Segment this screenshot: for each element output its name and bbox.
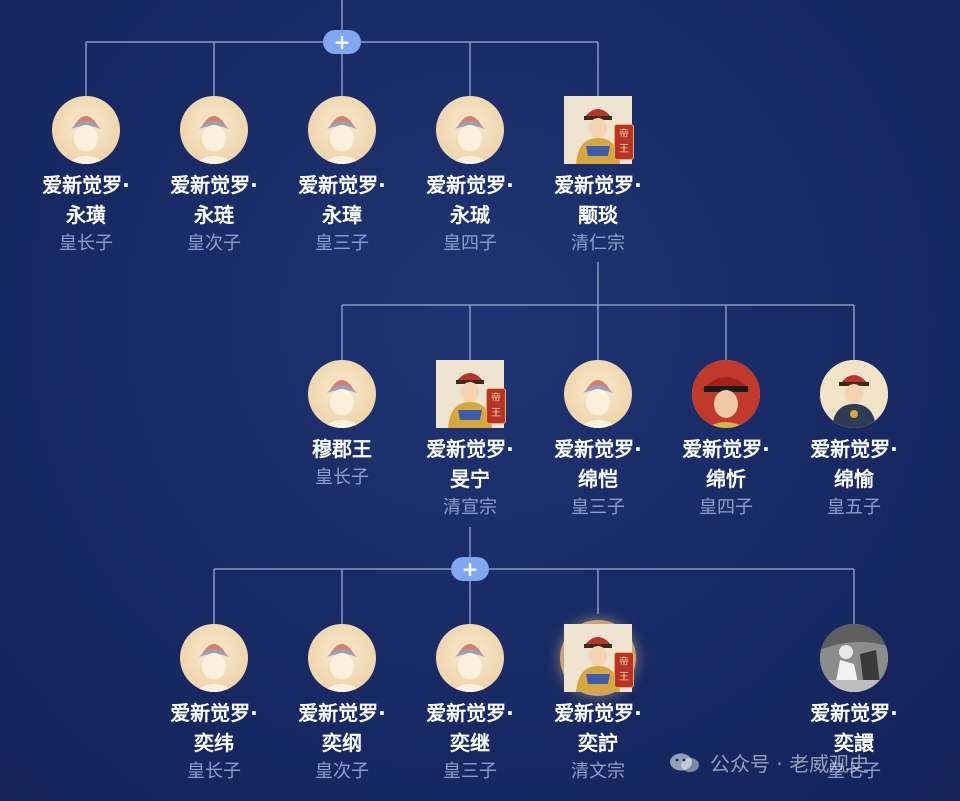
- person-name-line1: 爱新觉罗·: [426, 437, 514, 461]
- avatar-placeholder-icon: [436, 624, 504, 692]
- person-title: 清宣宗: [443, 497, 497, 518]
- person-title: 皇三子: [443, 761, 497, 782]
- person-name-line2: 奕纬: [194, 731, 234, 755]
- avatar-placeholder-icon: [180, 624, 248, 692]
- avatar-placeholder-icon: [564, 360, 632, 428]
- emperor-badge: 帝王: [486, 388, 506, 424]
- prince-portrait-icon: [820, 360, 888, 428]
- person-node[interactable]: 爱新觉罗· 永璜 皇长子: [22, 96, 150, 258]
- person-title: 皇四子: [699, 497, 753, 518]
- person-name-line2: 奕譞: [834, 731, 874, 755]
- avatar-placeholder-icon: [308, 96, 376, 164]
- person-node-emperor[interactable]: 帝王 爱新觉罗· 旻宁 清宣宗: [406, 360, 534, 522]
- person-title: 皇长子: [59, 233, 113, 254]
- emperor-portrait-icon: 帝王: [436, 360, 506, 428]
- person-title: 皇五子: [827, 497, 881, 518]
- person-node[interactable]: 爱新觉罗· 绵恺 皇三子: [534, 360, 662, 522]
- person-name-line1: 爱新觉罗·: [810, 701, 898, 725]
- person-node[interactable]: 穆郡王 皇长子: [278, 360, 406, 492]
- person-name-line2: 永琏: [194, 203, 234, 227]
- emperor-badge: 帝王: [614, 652, 634, 688]
- watermark-text: 公众号 · 老威观史: [710, 752, 870, 776]
- person-title: 皇长子: [315, 467, 369, 488]
- bw-photo-icon: [820, 624, 888, 692]
- person-title: 皇四子: [443, 233, 497, 254]
- person-title: 皇三子: [571, 497, 625, 518]
- person-node[interactable]: 爱新觉罗· 奕纬 皇长子: [150, 624, 278, 786]
- emperor-portrait-icon: 帝王: [564, 96, 634, 164]
- person-name-line1: 爱新觉罗·: [426, 173, 514, 197]
- person-title: 皇次子: [187, 233, 241, 254]
- person-node-emperor[interactable]: 帝王 爱新觉罗· 颙琰 清仁宗: [534, 96, 662, 258]
- emperor-badge-char: 王: [619, 672, 629, 683]
- person-name-line1: 爱新觉罗·: [554, 437, 642, 461]
- expand-button[interactable]: +: [451, 557, 489, 581]
- person-node[interactable]: 爱新觉罗· 永珹 皇四子: [406, 96, 534, 258]
- avatar-placeholder-icon: [308, 624, 376, 692]
- person-name-line1: 爱新觉罗·: [554, 173, 642, 197]
- emperor-badge-char: 王: [491, 408, 501, 419]
- person-title: 清仁宗: [571, 233, 625, 254]
- person-title: 皇次子: [315, 761, 369, 782]
- emperor-badge-char: 帝: [619, 657, 629, 668]
- person-name-line1: 爱新觉罗·: [810, 437, 898, 461]
- person-name-line1: 爱新觉罗·: [682, 437, 770, 461]
- person-node[interactable]: 爱新觉罗· 奕纲 皇次子: [278, 624, 406, 786]
- person-name-line1: 爱新觉罗·: [554, 701, 642, 725]
- avatar-placeholder-icon: [436, 96, 504, 164]
- person-name-line2: 颙琰: [578, 203, 618, 227]
- person-name-line2: 奕纲: [322, 731, 362, 755]
- person-node[interactable]: 爱新觉罗· 永琏 皇次子: [150, 96, 278, 258]
- person-node[interactable]: 爱新觉罗· 奕继 皇三子: [406, 624, 534, 786]
- watermark: 公众号 · 老威观史: [668, 748, 869, 777]
- person-name-line2: 永璋: [322, 203, 362, 227]
- prince-photo-icon: [692, 360, 760, 428]
- person-name-line1: 爱新觉罗·: [298, 701, 386, 725]
- expand-button[interactable]: +: [323, 30, 361, 54]
- emperor-badge-char: 王: [619, 144, 629, 155]
- person-name-line2: 永珹: [450, 203, 490, 227]
- person-name-line2: 永璜: [66, 203, 106, 227]
- person-node[interactable]: 爱新觉罗· 绵忻 皇四子: [662, 360, 790, 522]
- person-title: 皇七子: [827, 761, 881, 782]
- emperor-badge: 帝王: [614, 124, 634, 160]
- person-name-line2: 绵恺: [578, 467, 618, 491]
- person-name-line2: 旻宁: [450, 467, 490, 491]
- person-name-line1: 爱新觉罗·: [170, 701, 258, 725]
- person-name-line2: 奕继: [450, 731, 490, 755]
- person-name-line2: 奕詝: [578, 731, 618, 755]
- emperor-badge-char: 帝: [491, 393, 501, 404]
- person-name-line2: 绵忻: [706, 467, 746, 491]
- person-name-line1: 爱新觉罗·: [42, 173, 130, 197]
- person-node[interactable]: 爱新觉罗· 永璋 皇三子: [278, 96, 406, 258]
- person-name-line1: 爱新觉罗·: [298, 173, 386, 197]
- person-node-emperor[interactable]: 帝王 爱新觉罗· 奕詝 清文宗: [534, 624, 662, 786]
- person-node[interactable]: 爱新觉罗· 奕譞 皇七子: [790, 624, 918, 786]
- wechat-icon: [670, 753, 699, 772]
- person-name-line1: 穆郡王: [312, 437, 372, 461]
- person-name-line2: 绵愉: [834, 467, 874, 491]
- avatar-placeholder-icon: [180, 96, 248, 164]
- avatar-placeholder-icon: [52, 96, 120, 164]
- avatar-placeholder-icon: [308, 360, 376, 428]
- person-name-line1: 爱新觉罗·: [170, 173, 258, 197]
- person-title: 皇长子: [187, 761, 241, 782]
- person-name-line1: 爱新觉罗·: [426, 701, 514, 725]
- person-title: 皇三子: [315, 233, 369, 254]
- emperor-badge-char: 帝: [619, 129, 629, 140]
- person-title: 清文宗: [571, 761, 625, 782]
- person-node[interactable]: 爱新觉罗· 绵愉 皇五子: [790, 360, 918, 522]
- emperor-portrait-icon: 帝王: [564, 624, 634, 692]
